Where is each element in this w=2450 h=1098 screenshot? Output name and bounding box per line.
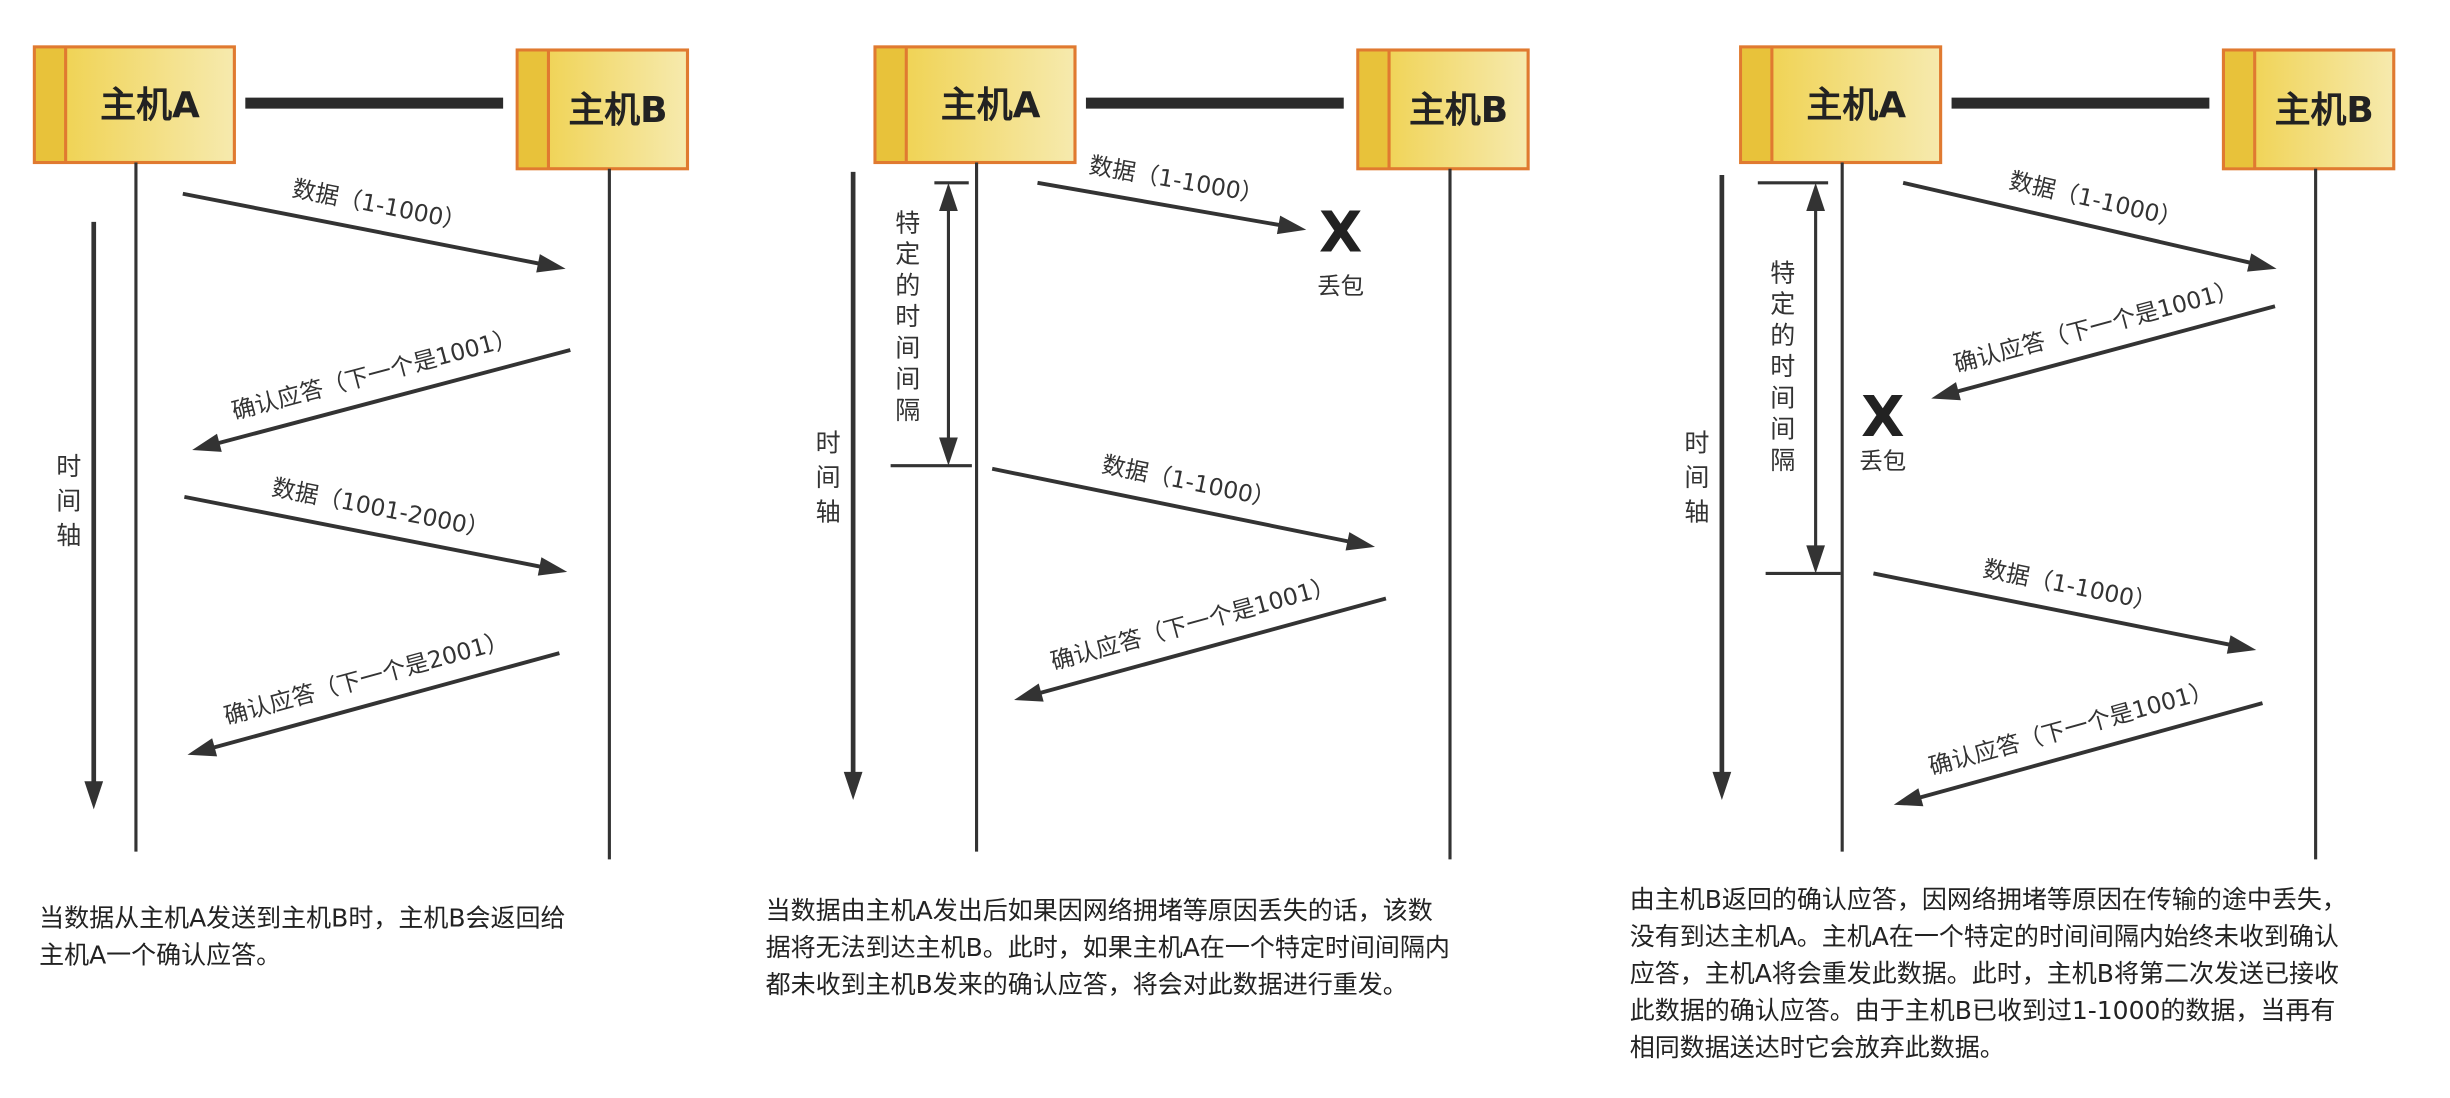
message-arrowhead-icon [1345, 532, 1375, 551]
message-line [991, 466, 1358, 546]
lost-label: 丢包 [1317, 272, 1364, 300]
message-arrow: 确认应答（下一个是1001） [1931, 275, 2276, 401]
host-b-stripe [518, 51, 547, 168]
message-arrow: 确认应答（下一个是2001） [187, 626, 560, 757]
message-line [1911, 701, 2264, 802]
panel-1: 主机A 主机B 时间轴 数据（1-1000） 确认应答（下一个是1001） 数据（1001… [32, 45, 690, 860]
time-axis-arrow-icon [84, 781, 104, 810]
interval-arrow-down-icon [939, 437, 958, 466]
message-line [1902, 180, 2259, 267]
message-arrowhead-icon [1276, 215, 1307, 235]
host-a-label: 主机A [941, 85, 1041, 126]
message-line [209, 348, 571, 448]
caption: 当数据由主机A发出后如果因网络拥堵等原因丢失的话，该数据将无法到达主机B。此时，… [766, 896, 1450, 999]
message-arrowhead-icon [1014, 683, 1044, 702]
host-a-stripe [35, 48, 65, 161]
interval-label: 特定的时间间隔 [892, 209, 921, 428]
message-arrow: 数据（1-1000） [1873, 554, 2257, 654]
host-b-label: 主机B [568, 90, 667, 131]
message-line [1873, 571, 2239, 649]
message-line [183, 494, 550, 571]
lost-label: 丢包 [1859, 447, 1906, 475]
host-a-label: 主机A [100, 85, 200, 126]
interval-label: 特定的时间间隔 [1767, 259, 1796, 478]
message-line [1037, 180, 1289, 229]
message-arrow: 数据（1-1000） [182, 174, 566, 273]
interval-arrow-up-icon [1806, 182, 1825, 211]
host-b-stripe [1359, 51, 1388, 168]
caption-line: 主机A一个确认应答。 [39, 941, 281, 970]
message-arrowhead-icon [2247, 253, 2277, 272]
message-line [1948, 304, 2276, 396]
message-line [1031, 596, 1387, 697]
caption-line: 都未收到主机B发来的确认应答，将会对此数据进行重发。 [766, 970, 1408, 999]
host-b-label: 主机B [1409, 90, 1508, 131]
host-b-stripe [2225, 51, 2254, 168]
time-axis-arrow-icon [843, 771, 863, 801]
host-a-rect [1739, 45, 1943, 165]
host-b-box: 主机B [515, 48, 690, 171]
interval-arrow-down-icon [1806, 545, 1825, 574]
message-arrowhead-icon [537, 557, 568, 576]
caption-line: 当数据由主机A发出后如果因网络拥堵等原因丢失的话，该数 [766, 896, 1433, 925]
message-line [205, 651, 560, 752]
message-label: 数据（1001-2000） [270, 473, 493, 543]
host-a-stripe [876, 48, 905, 161]
caption-line: 据将无法到达主机B。此时，如果主机A在一个特定时间间隔内 [766, 933, 1450, 962]
message-label: 数据（1-1000） [290, 174, 469, 235]
message-label: 数据（1-1000） [1100, 450, 1279, 513]
message-line [182, 191, 548, 268]
time-axis-arrow-icon [1712, 771, 1732, 801]
message-arrow: 确认应答（下一个是1001） [1893, 676, 2264, 807]
caption-line: 没有到达主机A。主机A在一个特定的时间间隔内始终未收到确认 [1630, 922, 2339, 951]
message-arrow: 数据（1-1000） [1902, 166, 2277, 272]
host-b-box: 主机B [2221, 48, 2396, 171]
host-a-box: 主机A [873, 45, 1077, 165]
message-arrowhead-icon [1893, 788, 1924, 807]
host-a-box: 主机A [32, 45, 236, 165]
caption-line: 当数据从主机A发送到主机B时，主机B会返回给 [39, 904, 565, 933]
message-arrowhead-icon [1931, 382, 1961, 401]
message-arrow: 数据（1-1000） [1037, 151, 1307, 235]
message-arrow: 确认应答（下一个是1001） [192, 323, 571, 452]
caption-line: 相同数据送达时它会放弃此数据。 [1630, 1033, 2005, 1062]
caption: 由主机B返回的确认应答，因网络拥堵等原因在传输的途中丢失， 没有到达主机A。主机A… [1630, 885, 2347, 1062]
message-arrowhead-icon [536, 254, 566, 273]
caption-line: 应答，主机A将会重发此数据。此时，主机B将第二次发送已接收 [1630, 959, 2339, 988]
host-b-label: 主机B [2275, 90, 2374, 131]
time-axis-label: 时间轴 [1681, 430, 1710, 533]
caption-line: 此数据的确认应答。由于主机B已收到过1-1000的数据，当再有 [1630, 996, 2336, 1025]
lost-x-icon: X [1861, 385, 1904, 450]
interval-arrow-up-icon [939, 182, 958, 211]
message-label: 数据（1-1000） [2007, 166, 2185, 233]
host-a-box: 主机A [1739, 45, 1943, 165]
message-arrow: 确认应答（下一个是1001） [1014, 571, 1387, 702]
message-label: 数据（1-1000） [1087, 151, 1266, 209]
message-arrow: 数据（1-1000） [991, 450, 1375, 551]
message-arrow: 数据（1001-2000） [183, 473, 568, 576]
host-a-stripe [1742, 48, 1771, 161]
message-arrowhead-icon [192, 433, 222, 452]
message-label: 数据（1-1000） [1981, 554, 2160, 616]
host-a-label: 主机A [1806, 85, 1906, 126]
time-axis-label: 时间轴 [53, 453, 82, 556]
host-b-box: 主机B [1356, 48, 1530, 171]
message-arrowhead-icon [2226, 635, 2257, 654]
time-axis-label: 时间轴 [812, 430, 841, 533]
host-a-rect [32, 45, 236, 165]
message-arrowhead-icon [187, 738, 218, 757]
lost-x-icon: X [1319, 201, 1362, 266]
caption-line: 由主机B返回的确认应答，因网络拥堵等原因在传输的途中丢失， [1630, 885, 2347, 914]
